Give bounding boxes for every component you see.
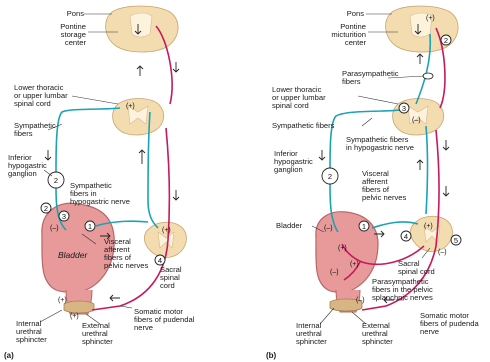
- label-parasym-b-2: fibers: [342, 77, 361, 86]
- sign-plus-internal-a: (+): [58, 297, 67, 304]
- panel-b: 2 2 3 1 4 5 (+) (–) (–) (+) (+) (–) (+) …: [266, 6, 479, 360]
- label-pons-a: Pons: [67, 9, 85, 18]
- label-bladder-a: Bladder: [58, 250, 88, 260]
- label-sacral-b-2: spinal cord: [398, 267, 435, 276]
- label-sympathetic-b: Sympathetic fibers: [272, 121, 335, 130]
- panel-b-label: (b): [266, 351, 277, 360]
- step-1-a: 1: [88, 222, 92, 231]
- svg-text:2: 2: [54, 176, 58, 185]
- label-internal-b-3: sphincter: [296, 337, 327, 346]
- sign-plus-external-a: (+): [70, 313, 79, 320]
- label-pelvic-b-3: splanchnic nerves: [372, 293, 433, 302]
- sign-plus-bladder-b-2: (+): [350, 261, 359, 268]
- step-3-b: 3: [402, 104, 406, 113]
- sign-plus-thoracic-a: (+): [126, 103, 135, 110]
- step-4-b: 4: [404, 232, 408, 241]
- step-3-a: 3: [62, 212, 66, 221]
- sign-minus-bladder-a: (–): [50, 225, 59, 232]
- sign-plus-sacral-a: (+): [162, 227, 171, 234]
- label-sacral-a-3: cord: [160, 281, 175, 290]
- label-sympathetic-a-2: fibers: [14, 129, 33, 138]
- step-4-a: 4: [158, 256, 162, 265]
- label-thoracic-b-3: spinal cord: [272, 101, 309, 110]
- label-visceral-a-4: pelvic nerves: [104, 261, 149, 270]
- sign-minus-bladder-b: (–): [324, 225, 333, 232]
- sign-minus-sacral-b: (–): [438, 249, 447, 256]
- step-5-b: 5: [454, 236, 458, 245]
- label-symhypo-a-3: hypogastric nerve: [70, 197, 130, 206]
- step-2-b: 2: [444, 36, 448, 45]
- sign-plus-pons-b: (+): [426, 15, 435, 22]
- label-bladder-b: Bladder: [276, 221, 303, 230]
- label-ganglion-a-3: ganglion: [8, 169, 37, 178]
- step-2-a: 2: [44, 204, 48, 213]
- panel-a-label: (a): [4, 351, 14, 360]
- label-external-a-3: sphincter: [82, 337, 113, 346]
- sign-plus-sacral-b: (+): [424, 223, 433, 230]
- step-1-b: 1: [362, 222, 366, 231]
- label-ganglion-b-3: ganglion: [274, 165, 303, 174]
- label-pontine-a-3: center: [65, 38, 87, 47]
- panel-a: 2 2 3 1 4 (+) (–) (+) (+) (+) Pons Ponti…: [4, 6, 195, 360]
- label-internal-a-3: sphincter: [16, 335, 47, 344]
- label-pontine-b-3: center: [345, 38, 367, 47]
- sign-minus-bladder-b-2: (–): [330, 269, 339, 276]
- label-thoracic-a-3: spinal cord: [14, 99, 51, 108]
- sign-minus-thoracic-b: (–): [412, 117, 421, 124]
- label-visceral-b-4: pelvic nerves: [362, 193, 407, 202]
- label-symhypo-b-2: in hypogastric nerve: [346, 143, 414, 152]
- sign-plus-bladder-b-1: (+): [338, 245, 347, 252]
- sign-minus-external-b: (–): [356, 297, 365, 304]
- label-somatic-b-3: nerve: [420, 327, 439, 336]
- label-somatic-a-3: nerve: [134, 323, 153, 332]
- svg-text:2: 2: [328, 172, 332, 181]
- label-external-b-3: sphincter: [362, 337, 393, 346]
- label-pons-b: Pons: [347, 9, 365, 18]
